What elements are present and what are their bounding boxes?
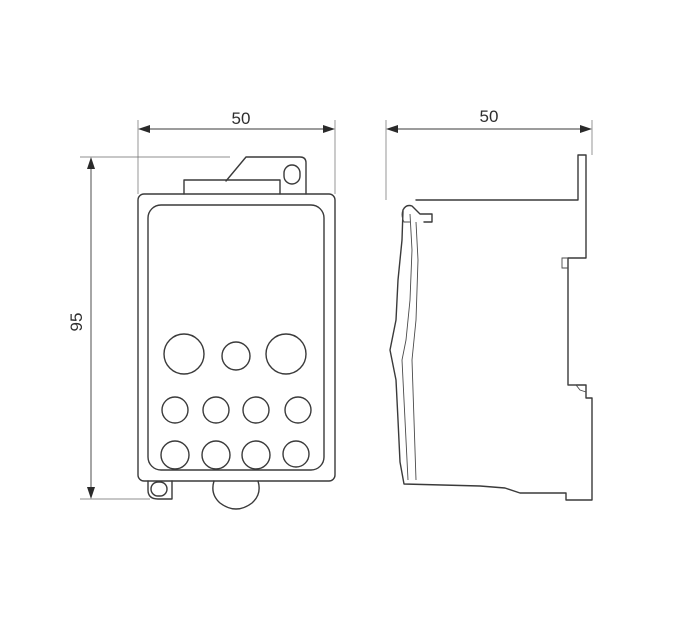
terminal-hole-small: [241, 440, 271, 470]
height-dimension: 95: [67, 156, 230, 500]
din-clip-top: [561, 257, 568, 269]
side-body-outline: [389, 154, 593, 501]
top-tab-hole: [283, 164, 301, 185]
terminal-hole-large: [163, 333, 205, 375]
front-width-label: 50: [232, 109, 251, 128]
bottom-mounting-tab: [147, 480, 173, 500]
terminal-hole-medium: [221, 341, 251, 371]
terminal-hole-small: [201, 440, 231, 470]
front-width-dimension: 50: [137, 109, 336, 194]
side-depth-dimension: 50: [385, 107, 593, 200]
side-top-hook: [401, 207, 410, 223]
terminal-hole-small: [160, 440, 190, 470]
bottom-latch: [212, 480, 260, 510]
din-clip-bottom: [568, 384, 587, 393]
top-tab-slot: [183, 179, 281, 195]
terminal-hole-small: [202, 396, 230, 424]
side-view: [389, 154, 593, 501]
side-inner-edge: [401, 213, 413, 481]
terminal-hole-small: [161, 396, 189, 424]
terminal-hole-small: [242, 396, 270, 424]
side-inner-edge-2: [411, 221, 419, 481]
side-depth-label: 50: [480, 107, 499, 126]
terminal-hole-large: [265, 333, 307, 375]
front-cover-inner: [147, 204, 325, 471]
height-label: 95: [67, 313, 86, 332]
terminal-hole-small: [284, 396, 312, 424]
terminal-hole-small: [282, 440, 310, 468]
top-mounting-tab: [225, 156, 307, 195]
front-body-outer: [137, 193, 336, 482]
bottom-tab-hole: [150, 481, 168, 497]
front-view: [137, 156, 336, 510]
